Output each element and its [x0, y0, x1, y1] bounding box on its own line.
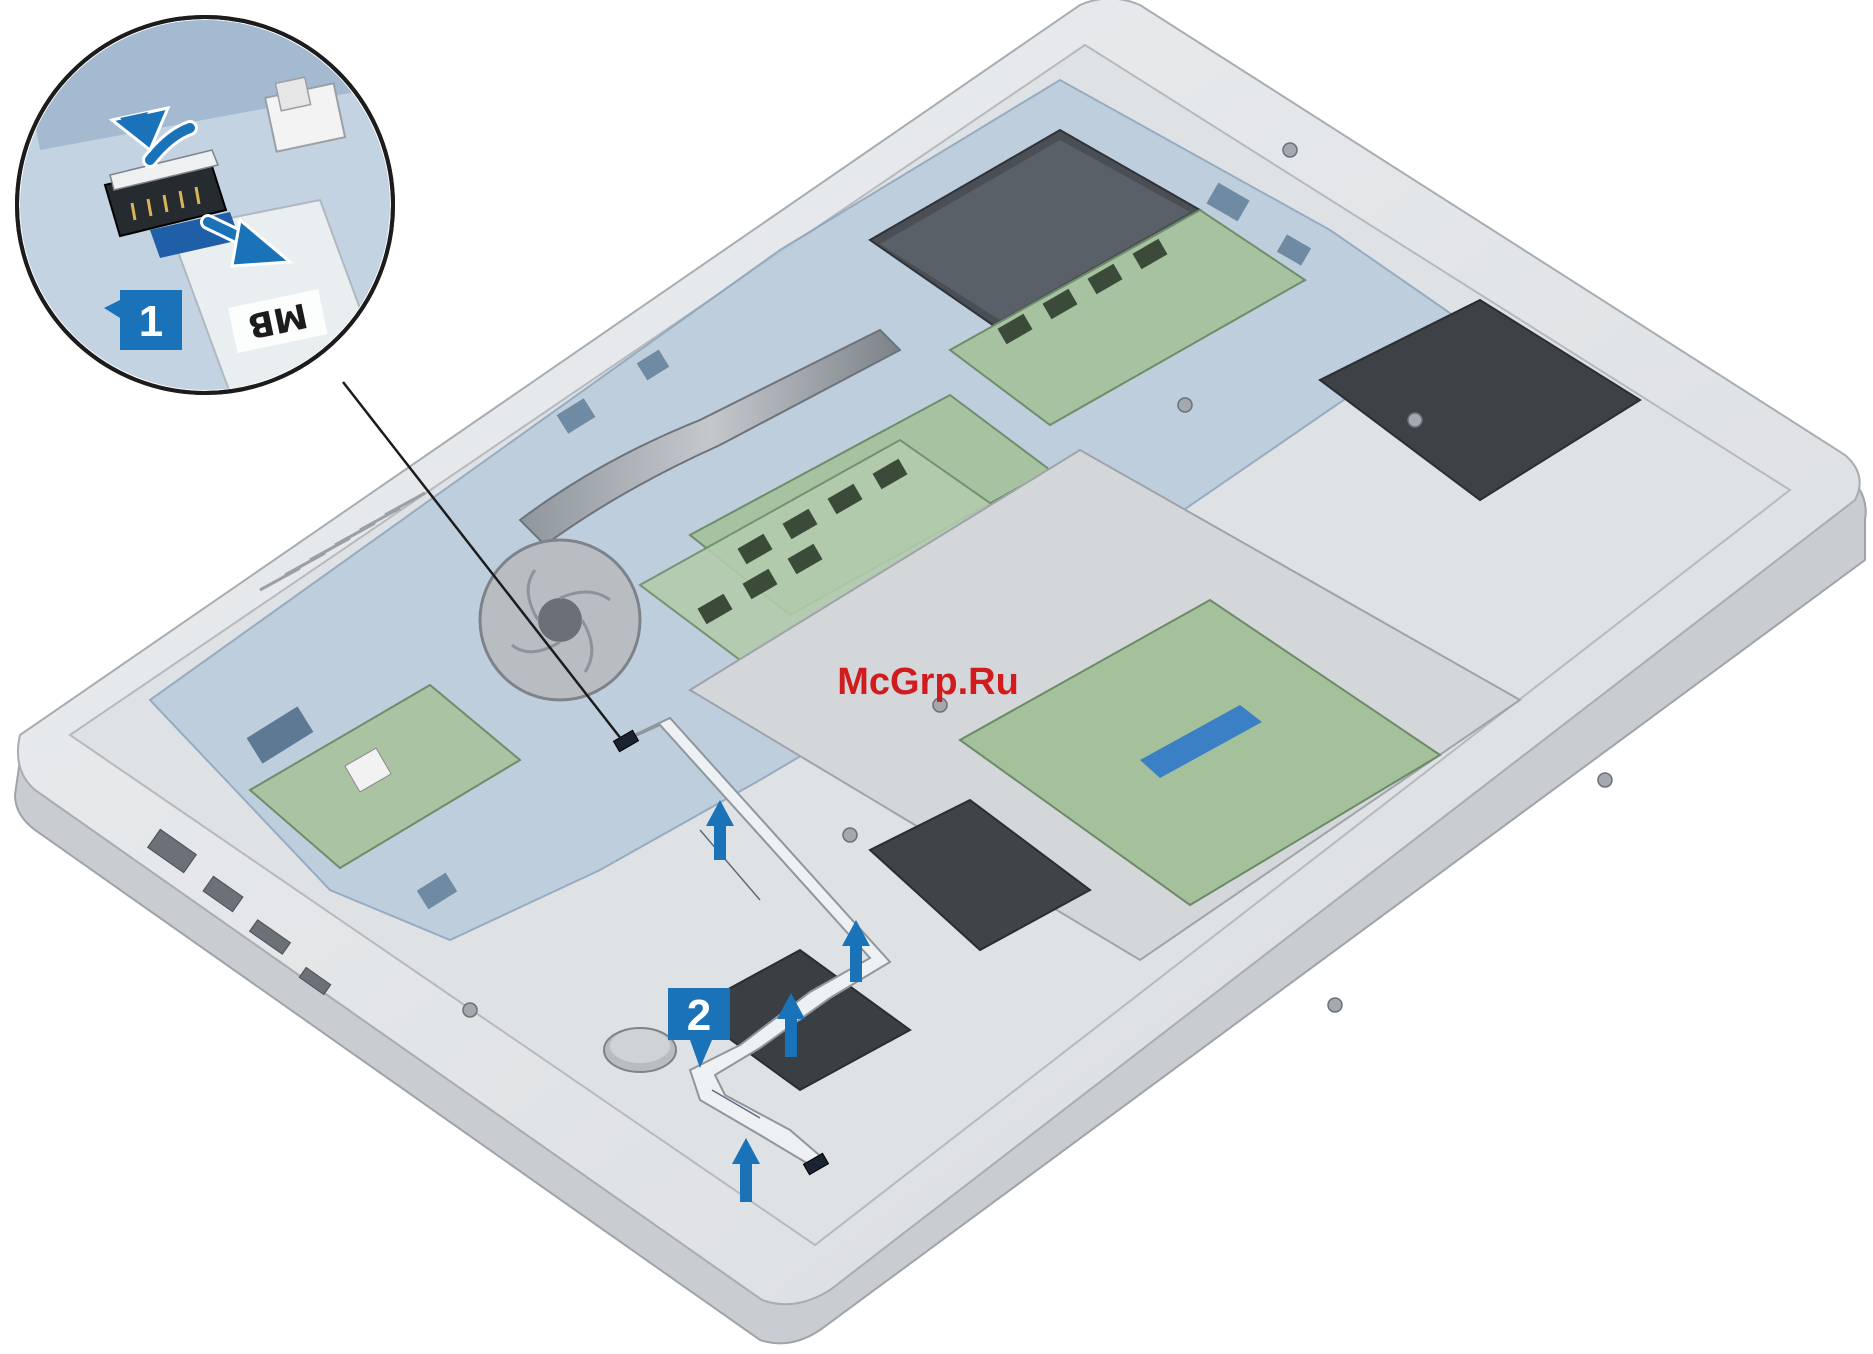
watermark-text: McGrp.Ru — [837, 661, 1019, 703]
coin-cell-battery — [604, 1028, 676, 1072]
step-2-number: 2 — [687, 991, 711, 1040]
fan-hub — [538, 598, 582, 642]
magnified-callout: MB — [0, 0, 420, 420]
step-1-number: 1 — [139, 297, 163, 346]
